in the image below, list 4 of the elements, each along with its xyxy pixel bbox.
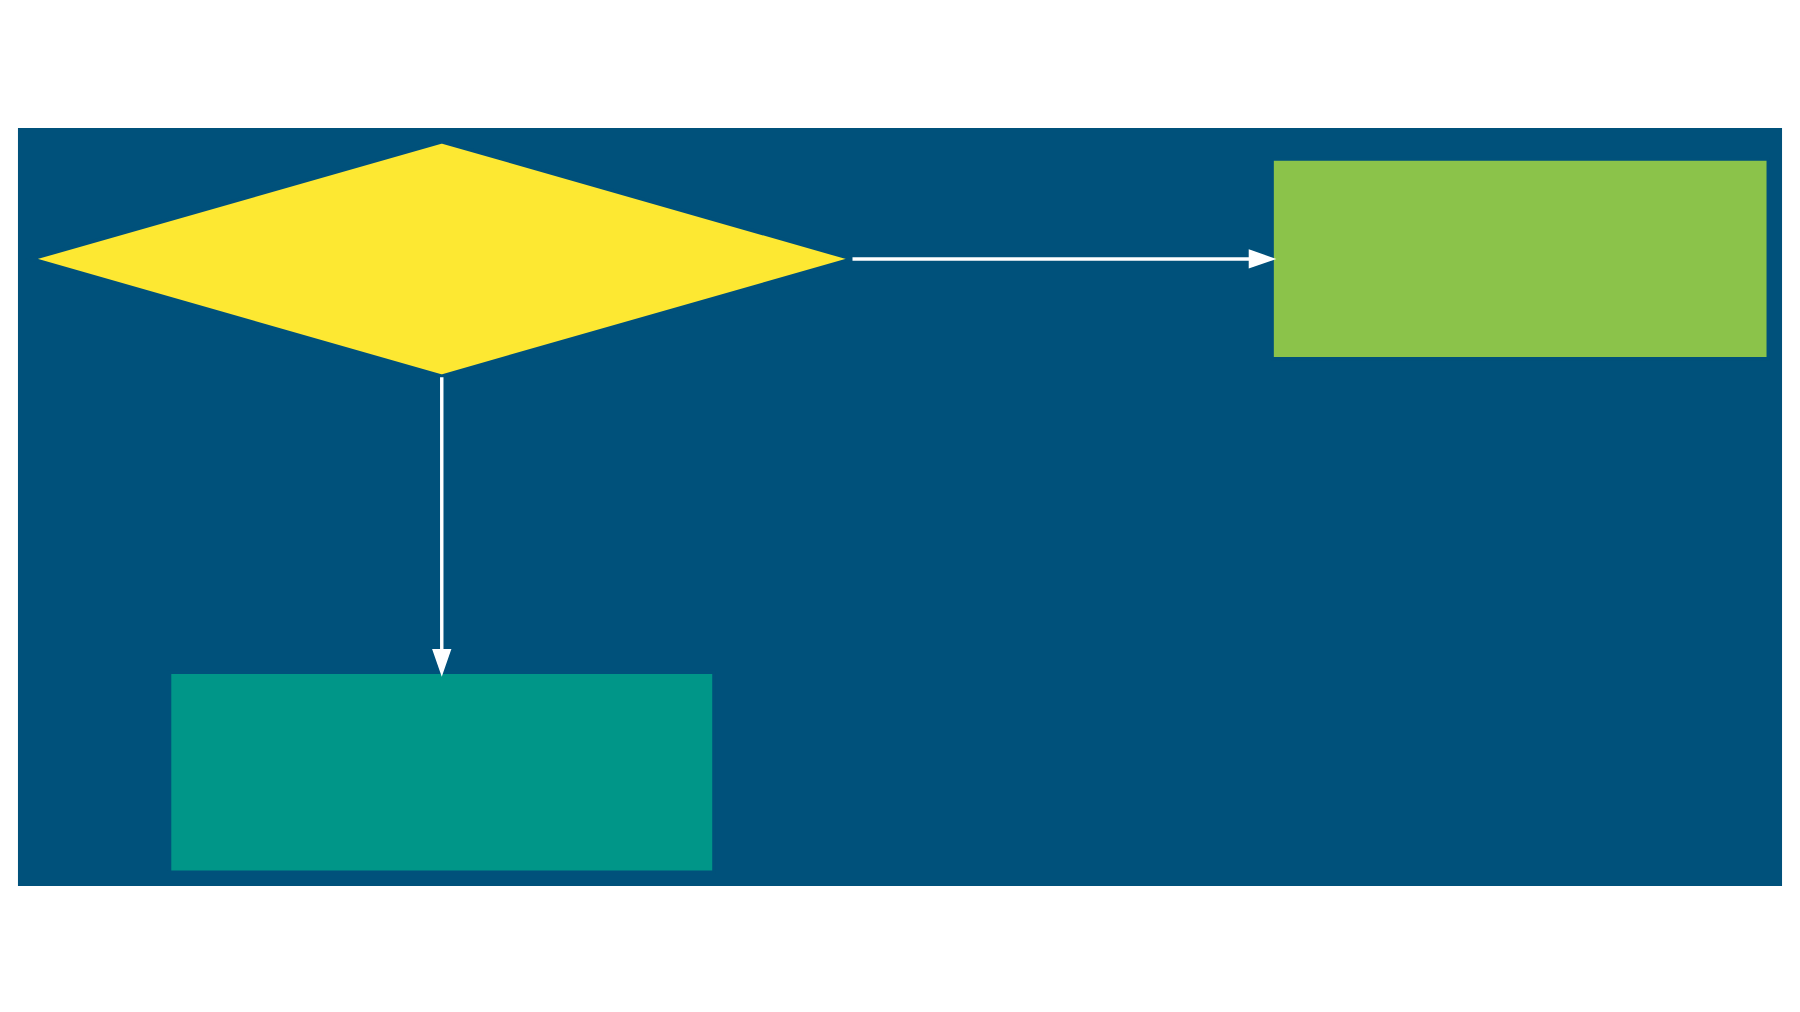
arrow <box>852 248 1277 268</box>
node-box <box>1270 156 1770 360</box>
arrow <box>432 376 452 676</box>
node-box <box>167 669 716 873</box>
